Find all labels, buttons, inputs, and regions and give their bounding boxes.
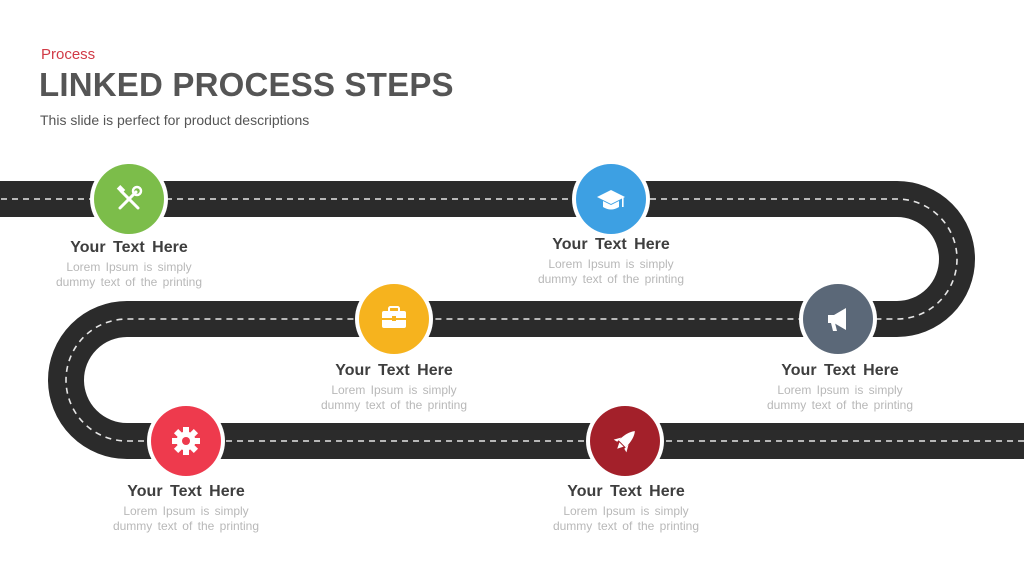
step-2-text: Your Text Here Lorem Ipsum is simply dum… (516, 236, 706, 287)
slide-subtitle: This slide is perfect for product descri… (40, 112, 310, 128)
step-desc-line1: Lorem Ipsum is simply (563, 504, 689, 518)
slide-title: LINKED PROCESS STEPS (39, 66, 454, 103)
step-5-text: Your Text Here Lorem Ipsum is simply dum… (91, 483, 281, 534)
step-3-text: Your Text Here Lorem Ipsum is simply dum… (299, 362, 489, 413)
megaphone-icon (828, 308, 846, 331)
step-desc-line2: dummy text of the printing (55, 275, 203, 289)
briefcase-icon (382, 306, 406, 328)
step-desc-line2: dummy text of the printing (766, 398, 914, 412)
slide-kicker: Process (41, 46, 96, 63)
step-1-text: Your Text Here Lorem Ipsum is simply dum… (34, 239, 224, 290)
step-5-badge (147, 402, 225, 480)
step-4-text: Your Text Here Lorem Ipsum is simply dum… (745, 362, 935, 413)
step-desc-line1: Lorem Ipsum is simply (123, 504, 249, 518)
step-desc-line2: dummy text of the printing (320, 398, 468, 412)
tools-icon (116, 185, 143, 210)
step-3-badge (355, 280, 433, 358)
step-title: Your Text Here (335, 362, 453, 379)
step-desc-line2: dummy text of the printing (537, 272, 685, 286)
step-2-badge (572, 160, 650, 238)
gear-icon (172, 427, 200, 455)
step-title: Your Text Here (781, 362, 899, 379)
step-desc-line1: Lorem Ipsum is simply (777, 383, 903, 397)
step-title: Your Text Here (552, 236, 670, 253)
step-desc-line2: dummy text of the printing (552, 519, 700, 533)
step-title: Your Text Here (127, 483, 245, 500)
road-body (0, 181, 1024, 459)
step-desc-line1: Lorem Ipsum is simply (331, 383, 457, 397)
step-title: Your Text Here (567, 483, 685, 500)
step-title: Your Text Here (70, 239, 188, 256)
step-desc-line2: dummy text of the printing (112, 519, 260, 533)
step-6-text: Your Text Here Lorem Ipsum is simply dum… (531, 483, 721, 534)
step-desc-line1: Lorem Ipsum is simply (548, 257, 674, 271)
step-6-badge (586, 402, 664, 480)
step-1-badge (90, 160, 168, 238)
graduation-cap-icon (597, 190, 625, 210)
step-desc-line1: Lorem Ipsum is simply (66, 260, 192, 274)
step-4-badge (799, 280, 877, 358)
